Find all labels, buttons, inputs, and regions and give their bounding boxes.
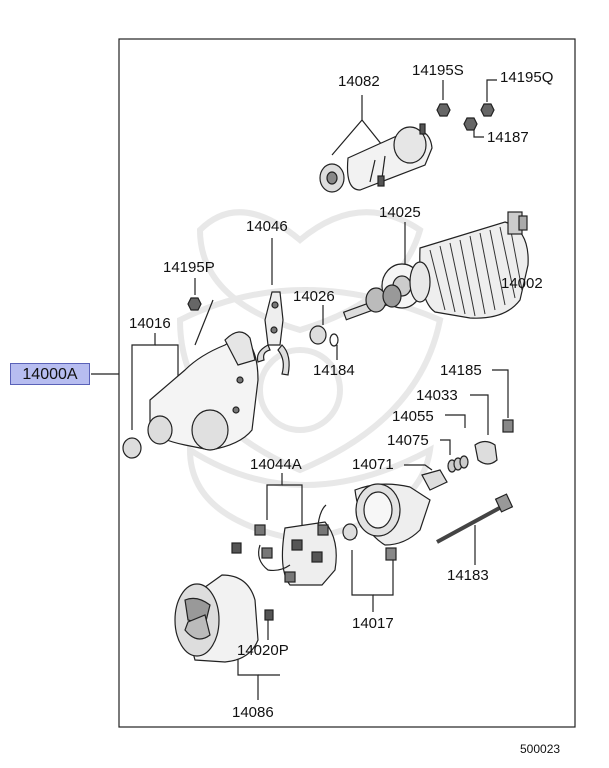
part-label-14033[interactable]: 14033: [416, 387, 458, 404]
part-label-14046[interactable]: 14046: [246, 218, 288, 235]
part-label-14016[interactable]: 14016: [129, 315, 171, 332]
part-label-14002[interactable]: 14002: [501, 275, 543, 292]
part-label-14017[interactable]: 14017: [352, 615, 394, 632]
nut-14195P: [187, 297, 202, 311]
nut-14195S: [436, 103, 451, 117]
part-label-14184[interactable]: 14184: [313, 362, 355, 379]
part-label-14071[interactable]: 14071: [352, 456, 394, 473]
brush-holder-14044A: [254, 504, 356, 586]
part-label-14187[interactable]: 14187: [487, 129, 529, 146]
part-label-14195P[interactable]: 14195P: [163, 259, 215, 276]
rear-bracket-14071: [354, 483, 431, 546]
nut-14187: [463, 117, 478, 131]
main-assembly-label[interactable]: 14000A: [10, 363, 90, 385]
bolt-14183: [436, 493, 514, 544]
nut-14195Q: [480, 103, 495, 117]
part-label-14020P[interactable]: 14020P: [237, 642, 289, 659]
part-label-14082[interactable]: 14082: [338, 73, 380, 90]
part-label-14026[interactable]: 14026: [293, 288, 335, 305]
diagram-code: 500023: [520, 742, 561, 756]
bracket-14033: [474, 440, 498, 465]
part-label-14195Q[interactable]: 14195Q: [500, 69, 554, 86]
spring-14055: [447, 455, 469, 473]
ring-14184: [329, 333, 339, 347]
armature-part: [419, 211, 529, 319]
washer-14026: [309, 325, 327, 345]
diagram-frame: [118, 38, 576, 728]
solenoid-part: [319, 123, 433, 193]
part-label-14086[interactable]: 14086: [232, 704, 274, 721]
part-label-14185[interactable]: 14185: [440, 362, 482, 379]
part-label-14044A[interactable]: 14044A: [250, 456, 302, 473]
parts: [122, 103, 529, 663]
part-label-14075[interactable]: 14075: [387, 432, 429, 449]
part-label-14183[interactable]: 14183: [447, 567, 489, 584]
part-label-14025[interactable]: 14025: [379, 204, 421, 221]
bushing-14016: [122, 437, 142, 459]
part-label-14055[interactable]: 14055: [392, 408, 434, 425]
screw-14017: [385, 547, 397, 561]
lever-14046: [256, 291, 290, 376]
bushing-14017: [342, 523, 358, 541]
part-label-14195S[interactable]: 14195S: [412, 62, 464, 79]
plate-14075: [421, 469, 448, 491]
front-housing-14016: [147, 331, 259, 451]
screw-14185: [502, 419, 514, 433]
pinion-shaft: [342, 284, 402, 321]
yoke-14086: [174, 542, 274, 663]
